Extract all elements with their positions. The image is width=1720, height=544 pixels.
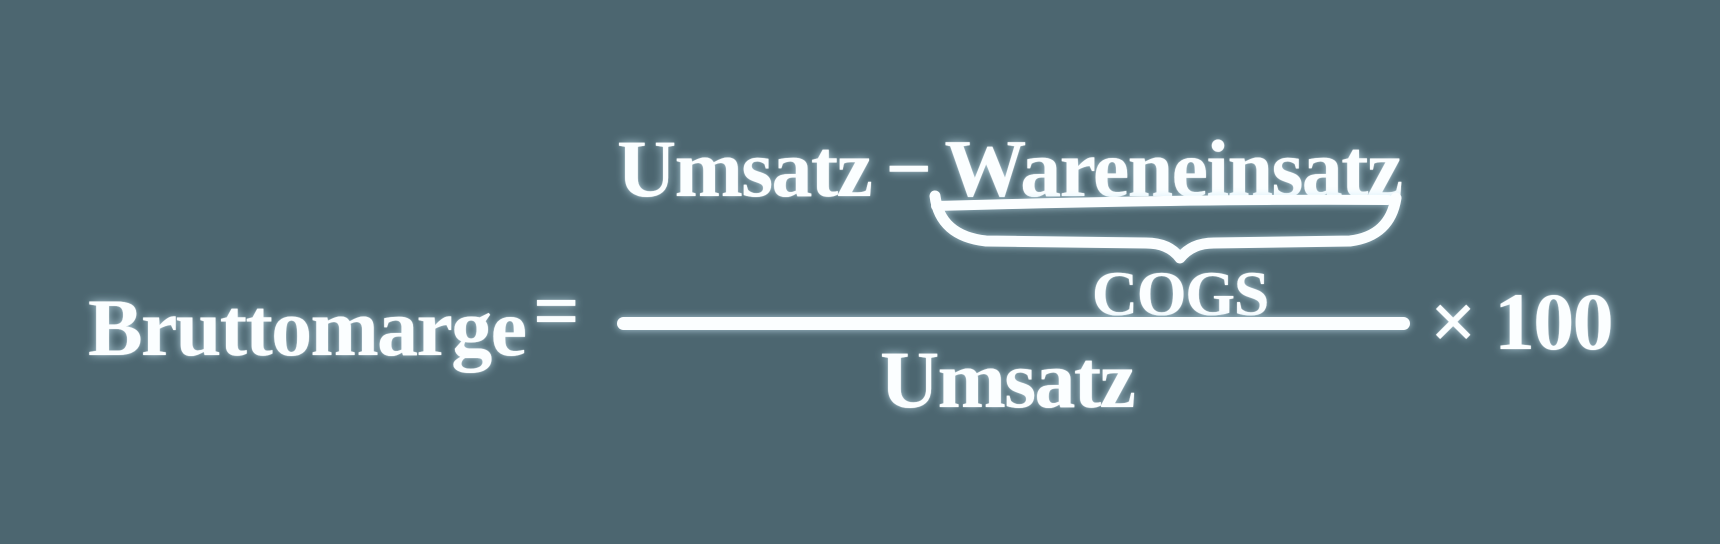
equals-sign: = bbox=[533, 265, 580, 356]
subtrahend-underline-icon bbox=[931, 194, 1393, 211]
underbrace-annotation bbox=[929, 190, 1402, 264]
underbrace-icon bbox=[929, 190, 1402, 264]
cogs-annotation-label: COGS bbox=[1091, 258, 1270, 329]
fraction-bar bbox=[617, 317, 1410, 330]
formula-lhs-label: Bruttomarge bbox=[88, 282, 527, 373]
times-100-label: × 100 bbox=[1430, 276, 1614, 367]
minus-sign: − bbox=[885, 123, 932, 214]
numerator-minuend: Umsatz bbox=[617, 123, 873, 214]
fraction-denominator: Umsatz bbox=[880, 334, 1136, 425]
